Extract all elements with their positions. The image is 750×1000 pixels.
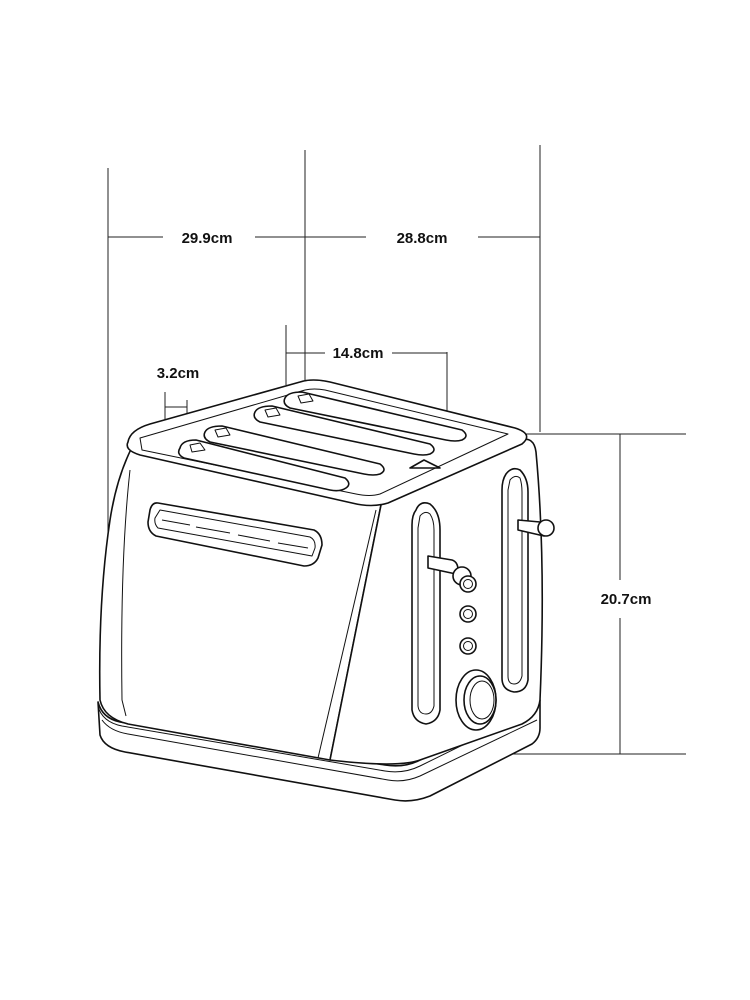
depth-label: 28.8cm xyxy=(397,230,448,247)
defrost-button[interactable] xyxy=(459,637,477,655)
toaster-top xyxy=(126,379,528,507)
toast-slot-1 xyxy=(177,439,350,492)
toast-slot-3 xyxy=(253,405,435,456)
lever-track-right xyxy=(501,467,529,693)
toast-slot-4 xyxy=(283,391,467,442)
cancel-button[interactable] xyxy=(459,575,477,593)
dimension-lines xyxy=(107,145,686,755)
lever-knob-right[interactable] xyxy=(537,519,555,537)
slot-length-label: 14.8cm xyxy=(333,345,384,362)
lever-track-left xyxy=(411,502,441,725)
toaster-illustration xyxy=(97,379,555,802)
slot-width-label: 3.2cm xyxy=(157,365,200,382)
width-label: 29.9cm xyxy=(182,230,233,247)
reheat-button[interactable] xyxy=(459,605,477,623)
warning-triangle-icon xyxy=(409,459,441,469)
height-label: 20.7cm xyxy=(601,591,652,608)
toast-slot-2 xyxy=(203,425,385,476)
